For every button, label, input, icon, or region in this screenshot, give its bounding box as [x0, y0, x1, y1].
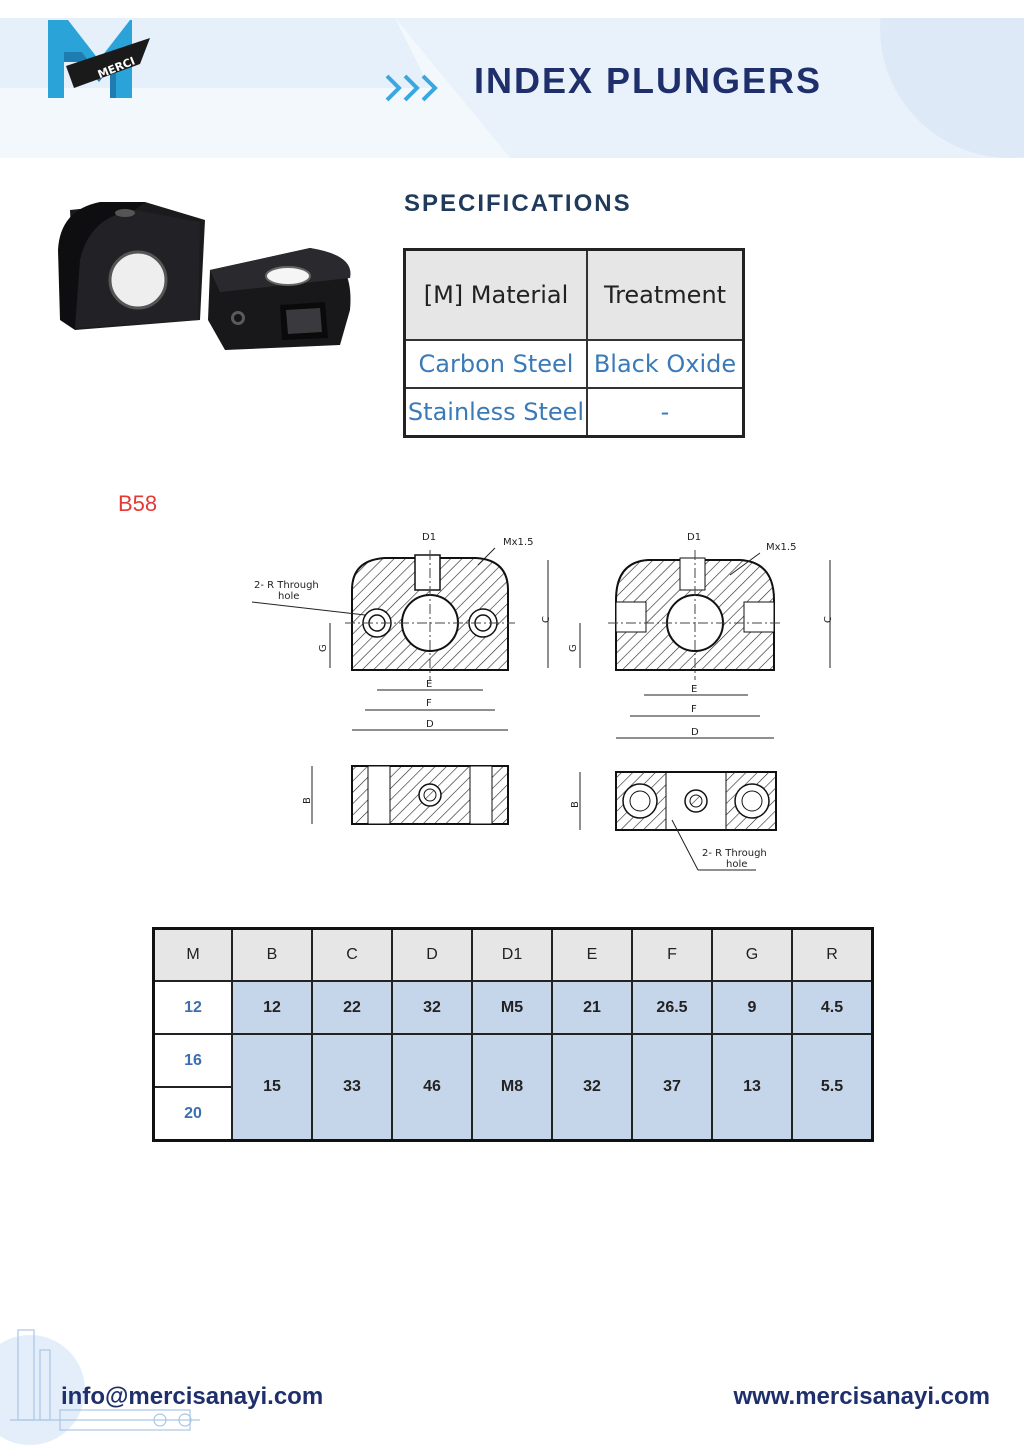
svg-text:F: F	[691, 704, 697, 715]
table-header-row: M B C D D1 E F G R	[152, 927, 874, 982]
svg-text:2- R Through: 2- R Through	[702, 848, 767, 859]
treatment-cell: -	[586, 387, 745, 438]
table-row: 20	[152, 1086, 873, 1142]
svg-text:B: B	[570, 801, 581, 808]
svg-text:2- R Through: 2- R Through	[254, 580, 319, 591]
table-row: 16 15 33 46 M8 32 37 13 5.5	[152, 1033, 874, 1142]
header-m: M	[152, 927, 233, 982]
dimensions-table: M B C D D1 E F G R 12 12 22 32 M5 21 26.…	[152, 927, 874, 1142]
table-header-row: [M] Material Treatment	[403, 248, 745, 341]
m-cell: 16	[152, 1033, 233, 1088]
m-cell: 20	[152, 1086, 233, 1142]
table-row: 12 12 22 32 M5 21 26.5 9 4.5	[152, 980, 874, 1035]
product-photo	[58, 202, 351, 350]
header-g: G	[711, 927, 793, 982]
technical-drawing: D1 Mx1.5 2- R Through hole C G E F D D1 …	[251, 532, 834, 871]
value-cell: 22	[311, 980, 393, 1035]
header-e: E	[551, 927, 633, 982]
value-cell: M5	[471, 980, 553, 1035]
svg-text:hole: hole	[726, 859, 747, 870]
merci-logo: MERCI	[48, 20, 150, 98]
material-cell: Carbon Steel	[403, 339, 588, 389]
blueprint-decoration	[0, 1329, 200, 1445]
value-cell: 32	[391, 980, 473, 1035]
svg-text:Mx1.5: Mx1.5	[503, 537, 533, 548]
svg-text:G: G	[568, 644, 579, 652]
svg-text:C: C	[541, 616, 552, 623]
value-cell: 4.5	[791, 980, 874, 1035]
merged-value-cell: 37	[631, 1033, 713, 1142]
page-title: INDEX PLUNGERS	[474, 60, 823, 101]
merged-value-cell: 13	[711, 1033, 793, 1142]
svg-text:E: E	[426, 679, 432, 690]
svg-text:B: B	[302, 797, 313, 804]
header-f: F	[631, 927, 713, 982]
header-d1: D1	[471, 927, 553, 982]
chevron-arrows-icon	[385, 74, 438, 102]
svg-text:D1: D1	[687, 532, 701, 543]
header-treatment: Treatment	[586, 248, 745, 341]
value-cell: 26.5	[631, 980, 713, 1035]
svg-text:D: D	[426, 719, 434, 730]
treatment-cell: Black Oxide	[586, 339, 745, 389]
merged-value-cell: 15	[231, 1033, 313, 1142]
svg-text:hole: hole	[278, 591, 299, 602]
header-r: R	[791, 927, 874, 982]
svg-text:F: F	[426, 698, 432, 709]
merged-value-cell: 46	[391, 1033, 473, 1142]
svg-text:C: C	[823, 616, 834, 623]
merged-value-cell: M8	[471, 1033, 553, 1142]
value-cell: 12	[231, 980, 313, 1035]
header-c: C	[311, 927, 393, 982]
svg-text:Mx1.5: Mx1.5	[766, 542, 796, 553]
m-cell: 12	[152, 980, 233, 1035]
svg-text:G: G	[318, 644, 329, 652]
specifications-title: SPECIFICATIONS	[404, 190, 632, 217]
product-code: B58	[118, 491, 158, 516]
merged-value-cell: 33	[311, 1033, 393, 1142]
table-row: Stainless Steel -	[403, 387, 745, 438]
svg-text:D: D	[691, 727, 699, 738]
header-material: [M] Material	[403, 248, 588, 341]
footer-email[interactable]: info@mercisanayi.com	[61, 1383, 324, 1410]
svg-text:E: E	[691, 684, 697, 695]
header-d: D	[391, 927, 473, 982]
merged-value-cell: 32	[551, 1033, 633, 1142]
merged-value-cell: 5.5	[791, 1033, 874, 1142]
value-cell: 21	[551, 980, 633, 1035]
material-cell: Stainless Steel	[403, 387, 588, 438]
header-b: B	[231, 927, 313, 982]
table-row: Carbon Steel Black Oxide	[403, 339, 745, 389]
svg-text:D1: D1	[422, 532, 436, 543]
footer-website[interactable]: www.mercisanayi.com	[733, 1383, 990, 1410]
value-cell: 9	[711, 980, 793, 1035]
material-table: [M] Material Treatment Carbon Steel Blac…	[403, 248, 745, 438]
